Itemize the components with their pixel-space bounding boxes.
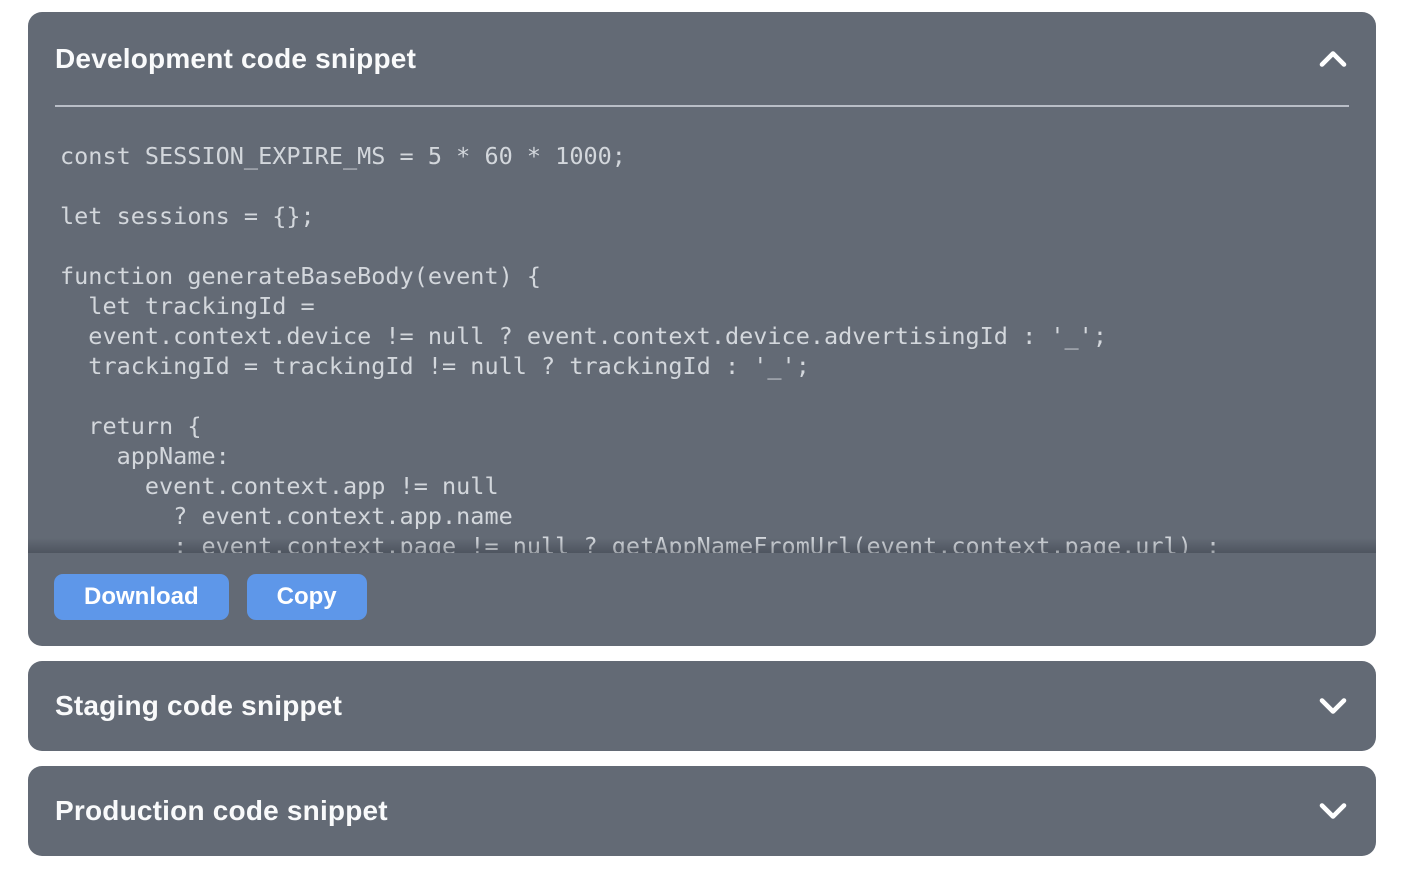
panel-development: Development code snippet const SESSION_E… [28, 12, 1376, 646]
panel-development-header[interactable]: Development code snippet [28, 12, 1376, 105]
chevron-up-icon[interactable] [1318, 48, 1348, 70]
code-snippet-accordion: Development code snippet const SESSION_E… [28, 12, 1376, 856]
code-scroll-area[interactable]: const SESSION_EXPIRE_MS = 5 * 60 * 1000;… [28, 107, 1376, 553]
panel-footer: Download Copy [28, 553, 1376, 645]
copy-button[interactable]: Copy [246, 574, 367, 620]
panel-title: Production code snippet [55, 795, 388, 826]
panel-title: Staging code snippet [55, 690, 343, 721]
download-button[interactable]: Download [54, 574, 229, 620]
header-divider [55, 105, 1349, 107]
code-block: const SESSION_EXPIRE_MS = 5 * 60 * 1000;… [60, 142, 1221, 553]
panel-staging[interactable]: Staging code snippet [28, 661, 1376, 751]
chevron-down-icon[interactable] [1318, 695, 1348, 717]
panel-title: Development code snippet [55, 42, 417, 74]
chevron-down-icon[interactable] [1318, 800, 1348, 822]
panel-production[interactable]: Production code snippet [28, 766, 1376, 856]
